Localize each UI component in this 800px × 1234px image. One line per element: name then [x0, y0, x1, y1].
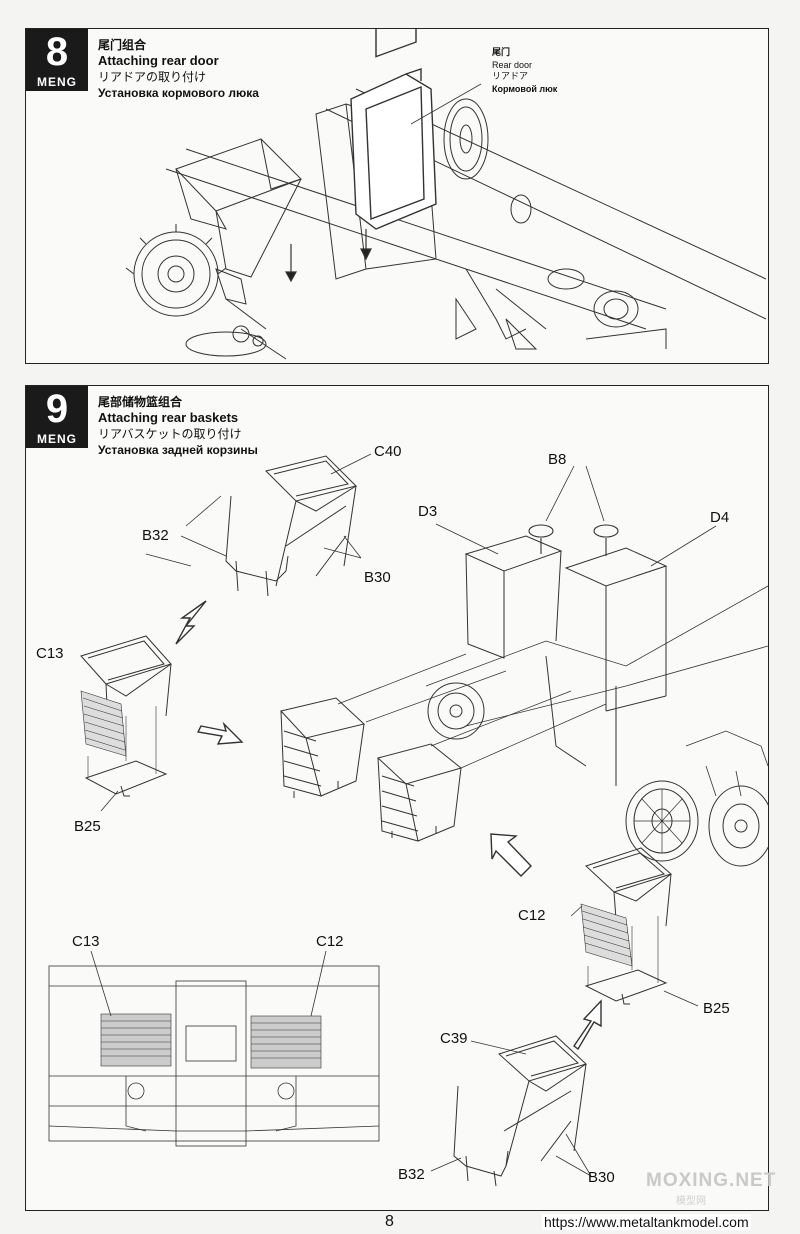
move-arrow: [490, 833, 532, 877]
watermark-sub: 模型网: [676, 1196, 706, 1207]
hatch-b8: [528, 524, 619, 556]
step-8-panel: 8 MENG 尾门组合 Attaching rear door リアドアの取り付…: [25, 28, 769, 364]
step-9-title-cn: 尾部储物篮组合: [98, 395, 183, 409]
drive-sprocket-right: [443, 98, 489, 180]
part-label-c12: C12: [518, 907, 546, 924]
rear-door-label-en: Rear door: [492, 60, 533, 70]
basket-assembled-1: [280, 697, 366, 798]
step-8-titles: 尾门组合 Attaching rear door リアドアの取り付け Устан…: [98, 37, 259, 101]
mesh-panel-c13-view: [100, 1013, 172, 1067]
part-label-c13: C13: [36, 645, 64, 662]
watermark: MOXING.NET: [646, 1170, 777, 1191]
move-arrow: [175, 600, 207, 645]
bracket-c40: [265, 455, 357, 587]
part-label-b8: B8: [548, 451, 567, 468]
tray-b25-right: [584, 969, 668, 1005]
part-label-b30-top: B30: [364, 569, 391, 586]
source-url: https://www.metaltankmodel.com: [542, 1214, 751, 1230]
step-8-title-jp: リアドアの取り付け: [98, 70, 207, 84]
meng-logo: MENG: [37, 75, 77, 89]
strut-b30-bottom: [503, 1090, 572, 1162]
step-8-title-ru: Установка кормового люка: [98, 86, 259, 100]
drive-sprocket-left: [125, 224, 227, 317]
part-label-d3: D3: [418, 503, 438, 520]
mesh-panel-c12-view: [250, 1015, 322, 1069]
wheel-right: [625, 780, 699, 862]
inset-label-c12: C12: [316, 933, 344, 950]
assembly-arrow: [284, 229, 372, 283]
rear-door-label-cn: 尾门: [492, 48, 511, 58]
rear-door-part: [350, 29, 437, 230]
step-9-badge: 9 MENG: [26, 386, 88, 448]
part-label-b32-top: B32: [142, 527, 169, 544]
step-9-panel: 9 MENG 尾部储物篮组合 Attaching rear baskets リア…: [25, 385, 769, 1211]
step-8-badge: 8 MENG: [26, 29, 88, 91]
tray-b25-left: [84, 760, 168, 797]
part-label-b25-right: B25: [703, 1000, 730, 1017]
step-8-title-en: Attaching rear door: [98, 53, 219, 68]
move-arrow: [573, 999, 602, 1051]
step-9-titles: 尾部储物篮组合 Attaching rear baskets リアバスケットの取…: [98, 394, 258, 458]
rear-view-inset: [48, 965, 380, 1147]
part-label-b30-bottom: B30: [588, 1169, 615, 1186]
step-8-number: 8: [45, 30, 69, 74]
inset-label-c13: C13: [72, 933, 100, 950]
move-arrow: [196, 721, 244, 745]
page-number: 8: [385, 1213, 394, 1230]
wheel-far-right: [708, 785, 768, 867]
rear-door-label-ru: Кормовой люк: [492, 84, 558, 94]
step-9-title-ru: Установка задней корзины: [98, 443, 258, 457]
meng-logo: MENG: [37, 432, 77, 446]
frame-b32-top: [225, 495, 289, 597]
step-9-title-jp: リアバスケットの取り付け: [98, 427, 242, 441]
rear-door-label-jp: リアドア: [492, 72, 529, 82]
rear-door-callout: 尾门 Rear door リアドア Кормовой люк: [492, 47, 557, 95]
step-8-title-cn: 尾门组合: [98, 38, 147, 52]
basket-assembled-2: [376, 743, 463, 842]
storage-box-d3: [464, 535, 563, 659]
frame-b32-bottom: [453, 1085, 509, 1187]
part-label-b25-left: B25: [74, 818, 101, 835]
step-9-number: 9: [45, 387, 69, 431]
step-9-illustration: [48, 453, 768, 1187]
part-label-c39: C39: [440, 1030, 468, 1047]
part-label-b32-bottom: B32: [398, 1166, 425, 1183]
step-9-title-en: Attaching rear baskets: [98, 410, 239, 425]
strut-b30-top: [285, 505, 347, 577]
wheel-hub-left: [427, 682, 485, 740]
mesh-panel-c13: [80, 690, 127, 757]
step-8-illustration: [125, 29, 767, 360]
basket-frame-left: [80, 635, 172, 727]
part-label-d4: D4: [710, 509, 730, 526]
bracket-c39: [498, 1035, 587, 1167]
mesh-panel-c12: [580, 903, 633, 967]
part-label-c40: C40: [374, 443, 402, 460]
